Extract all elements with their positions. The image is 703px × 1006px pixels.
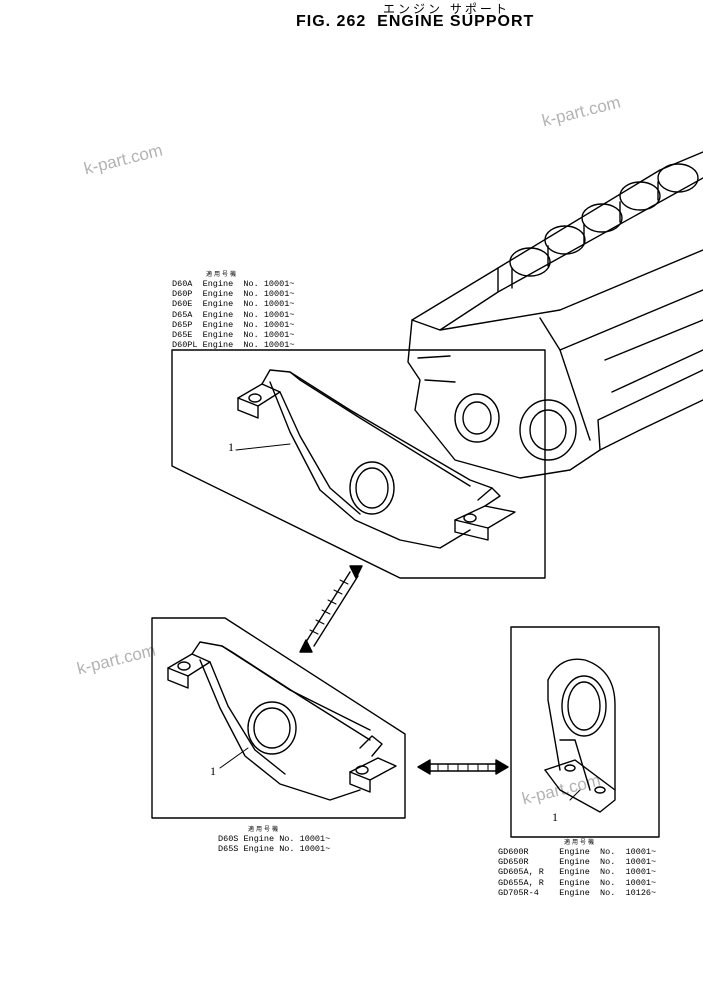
applicability-row: D60E Engine No. 10001~ [172,299,295,310]
part-number-label: 1 [210,764,216,778]
applicability-list-right: 適用号機 GD600R Engine No. 10001~ GD650R Eng… [498,838,656,898]
applicability-header: 適用号機 [248,826,281,833]
lower-left-support-panel [151,617,406,819]
applicability-row: GD650R Engine No. 10001~ [498,857,657,868]
engine-block-illustration [407,151,703,479]
applicability-list-lower-left: 適用号機 D60S Engine No. 10001~ D65S Engine … [218,825,330,854]
applicability-list-upper: 適用号機 D60A Engine No. 10001~ D60P Engine … [172,270,294,350]
figure-title: FIG. 262 ENGINE SUPPORT [296,13,535,30]
upper-support-panel [171,349,546,579]
applicability-row: GD705R-4 Engine No. 10126~ [498,887,657,898]
japanese-title: エンジン サポート [383,2,510,16]
interchange-arrow-horizontal [417,759,509,775]
applicability-row: GD655A, R Engine No. 10001~ [498,877,657,888]
part-number-label: 1 [228,440,234,454]
applicability-header: 適用号機 [206,271,239,278]
applicability-row: D60A Engine No. 10001~ [172,279,295,289]
applicability-row: D65A Engine No. 10001~ [172,309,295,320]
part-number-label: 1 [552,810,558,824]
applicability-row: D65P Engine No. 10001~ [172,319,295,330]
applicability-row: GD605A, R Engine No. 10001~ [498,867,657,878]
applicability-row: D60PL Engine No. 10001~ [172,340,295,351]
applicability-row: D65S Engine No. 10001~ [218,844,331,855]
applicability-row: D60S Engine No. 10001~ [218,834,331,844]
applicability-row: D65E Engine No. 10001~ [172,330,295,341]
interchange-arrow-vertical [299,565,363,653]
right-support-panel [510,626,660,838]
applicability-row: GD600R Engine No. 10001~ [498,847,657,857]
applicability-row: D60P Engine No. 10001~ [172,289,295,300]
applicability-header: 適用号機 [564,839,597,846]
